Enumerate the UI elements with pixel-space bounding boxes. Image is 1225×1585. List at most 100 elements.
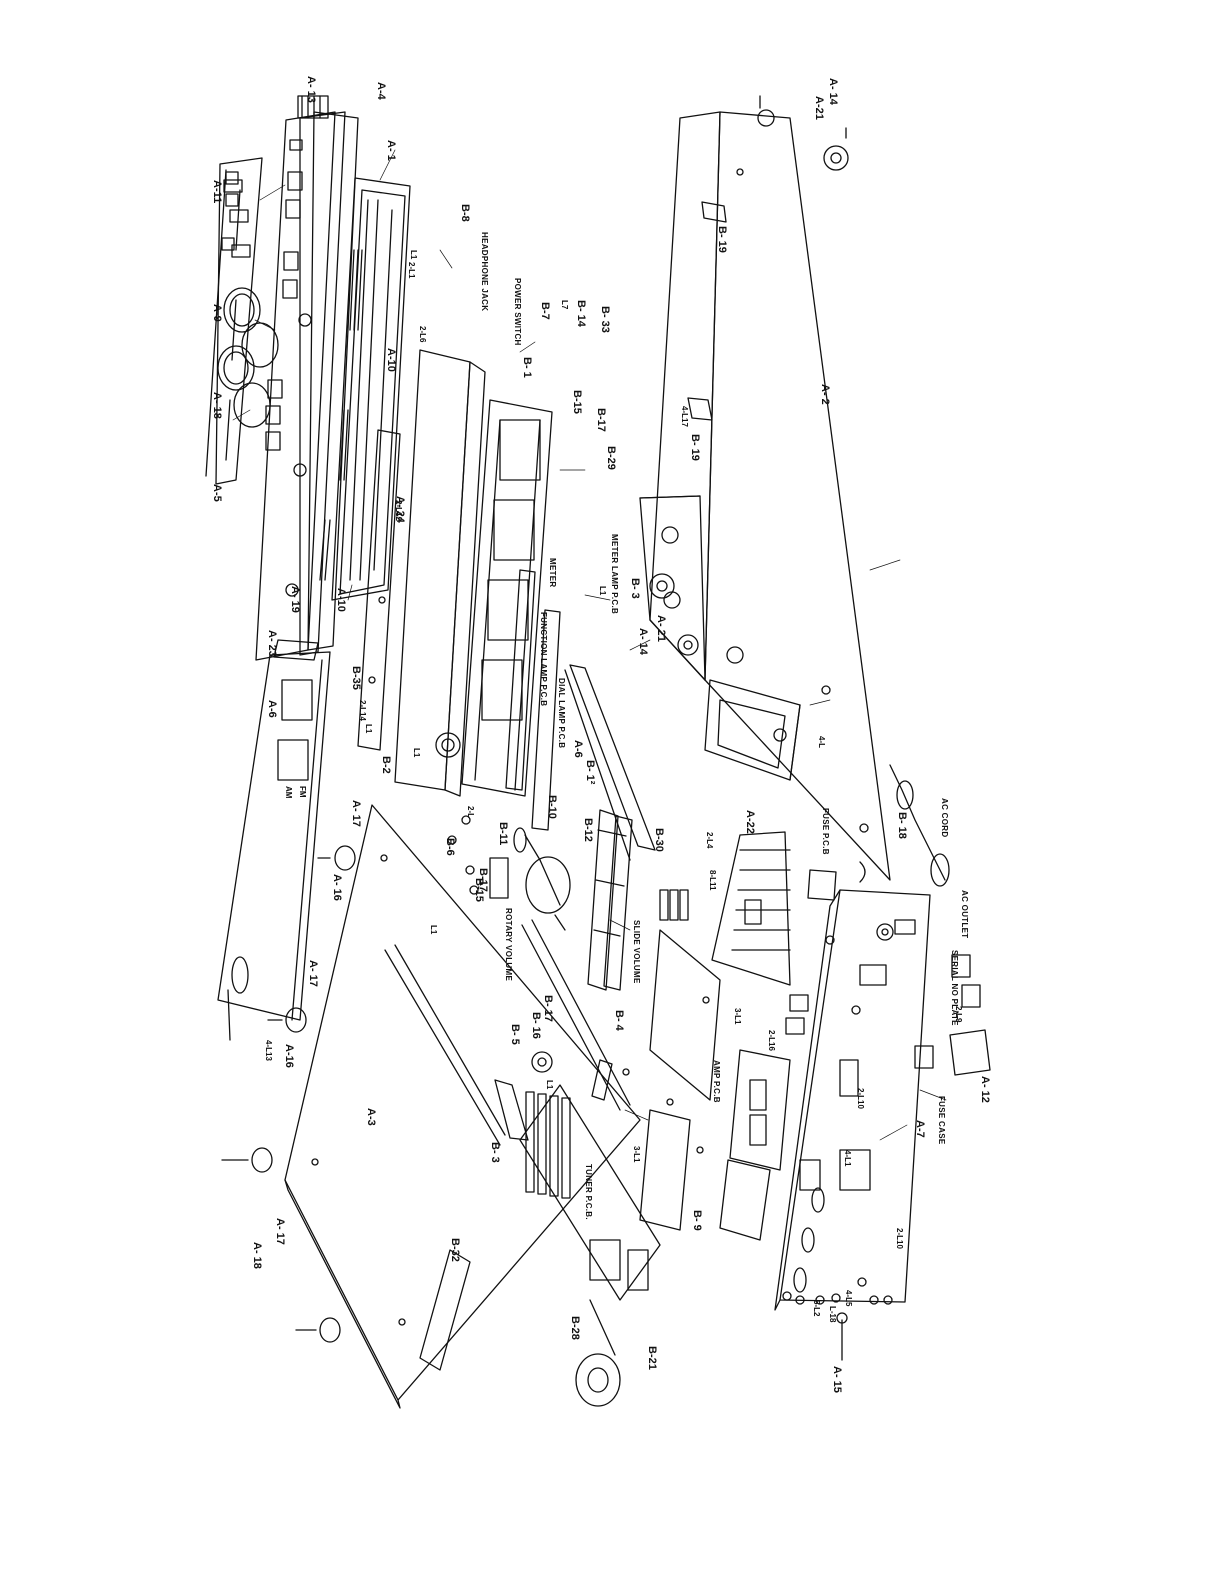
rear-panel-A7 [775, 890, 930, 1310]
screw-label: 4-L [817, 736, 826, 748]
tuner-pcb [520, 1085, 660, 1406]
screw-label: 4-L1 [843, 1150, 852, 1167]
screw-label: 2-L1 [407, 262, 416, 279]
part-label: B- 1² [584, 760, 596, 785]
heat-sink-A22 [712, 832, 836, 985]
screws [448, 686, 892, 1360]
screw-label: 2-L9 [954, 1006, 963, 1023]
part-label: B-15 [571, 390, 583, 414]
screw-label: L7 [560, 300, 569, 310]
part-label: B-10 [546, 795, 558, 819]
part-label: A-16 [283, 1044, 295, 1068]
part-label: B- 16 [530, 1012, 542, 1039]
ac-cord [860, 765, 949, 886]
screw-label: L1 [429, 925, 438, 935]
slide-volume [565, 665, 655, 990]
knobs [218, 180, 278, 427]
part-label: B- 18 [896, 812, 908, 839]
dial-band-label: FM [298, 786, 307, 798]
bottom-plate-A3 [285, 805, 640, 1408]
part-label: B- 3 [489, 1142, 501, 1163]
component-label: METER [548, 558, 557, 588]
component-label: AMP P.C.B [712, 1060, 721, 1103]
part-label: B- 19 [689, 434, 701, 461]
power-transformer [705, 680, 800, 780]
part-label: A- 21 [655, 615, 667, 642]
part-label: B- 19 [716, 226, 728, 253]
part-label: B-12 [582, 818, 594, 842]
part-label: A- 17 [307, 960, 319, 987]
dial-band-label: AM [284, 786, 293, 799]
part-label: B- 1 [521, 357, 533, 378]
part-label: B- 14 [575, 300, 587, 327]
component-label: FUSE CASE [937, 1096, 946, 1145]
component-label: POWER SWITCH [513, 278, 522, 346]
front-subchassis [358, 350, 560, 830]
part-label: A-21 [813, 96, 825, 120]
part-label: A- 12 [979, 1076, 991, 1103]
part-label: B-7 [539, 302, 551, 320]
part-label: A-5 [211, 484, 223, 502]
screw-label: 2-L12 [394, 500, 403, 521]
part-label: A- 15 [831, 1366, 843, 1393]
component-label: SLIDE VOLUME [632, 920, 641, 984]
part-label: A-10 [335, 588, 347, 612]
component-label: ROTARY VOLUME [504, 908, 513, 982]
part-label: A- 16 [331, 874, 343, 901]
screw-label: 2-L [466, 806, 475, 818]
top-cover-A2 [640, 96, 890, 880]
part-label: A-6 [572, 740, 584, 758]
part-label: A-10 [385, 348, 397, 372]
part-label: A-7 [914, 1120, 926, 1138]
screw-label: L1 [412, 748, 421, 758]
part-label: B-6 [444, 838, 456, 856]
screw-label: L1 [545, 1080, 554, 1090]
part-label: A- 19 [289, 586, 301, 613]
screw-label: 8-L11 [708, 870, 717, 891]
screw-label: L1 [598, 586, 607, 596]
part-label: A-22 [744, 810, 756, 834]
leader-lines [233, 150, 946, 1140]
component-label: AC CORD [940, 798, 949, 838]
component-label: FUNCTION LAMP P.C.B [539, 612, 548, 707]
part-label: A-6 [266, 700, 278, 718]
part-label: B-11 [497, 822, 509, 846]
component-label: METER LAMP P.C.B [610, 534, 619, 615]
part-label: B- 17 [542, 995, 554, 1022]
part-label: A- 18 [211, 392, 223, 419]
part-label: B-21 [646, 1346, 658, 1370]
screw-label: 4-L5 [844, 1290, 853, 1307]
part-label: A- 2 [819, 384, 831, 405]
part-label: A- 13 [305, 76, 317, 103]
part-label: A-3 [365, 1108, 377, 1126]
part-label: B-35 [350, 666, 362, 690]
screw-label: 3-L1 [632, 1146, 641, 1163]
part-label: B-32 [449, 1238, 461, 1262]
part-label: B-17 [595, 408, 607, 432]
screw-label: 5-L2 [812, 1300, 821, 1317]
component-label: DIAL LAMP P.C.B [557, 678, 566, 749]
component-label: FUSE P.C.B [821, 808, 830, 855]
part-label: B-15 [473, 878, 485, 902]
screw-label: 4-L13 [264, 1040, 273, 1061]
part-label: B-28 [569, 1316, 581, 1340]
part-label: A- 14 [827, 78, 839, 105]
screw-label: 4-L17 [680, 406, 689, 427]
part-label: A-9 [211, 304, 223, 322]
screw-label: 2-L4 [705, 832, 714, 849]
part-label: B- 9 [691, 1210, 703, 1231]
part-label: A- 17 [350, 800, 362, 827]
screw-label: 2-L14 [358, 700, 367, 721]
screw-label: 2-L10 [856, 1088, 865, 1109]
component-label: TUNER P.C.B. [584, 1164, 593, 1220]
part-label: A- 14 [637, 628, 649, 655]
part-label: B-8 [459, 204, 471, 222]
part-label: A- 1 [385, 140, 397, 161]
dial-window-A6 [218, 640, 330, 1040]
screw-label: 2-L16 [767, 1030, 776, 1051]
part-label: B- 5 [509, 1024, 521, 1045]
part-label: A- 23 [266, 630, 278, 657]
part-label: B- 4 [613, 1010, 625, 1031]
component-label: HEADPHONE JACK [480, 232, 489, 312]
